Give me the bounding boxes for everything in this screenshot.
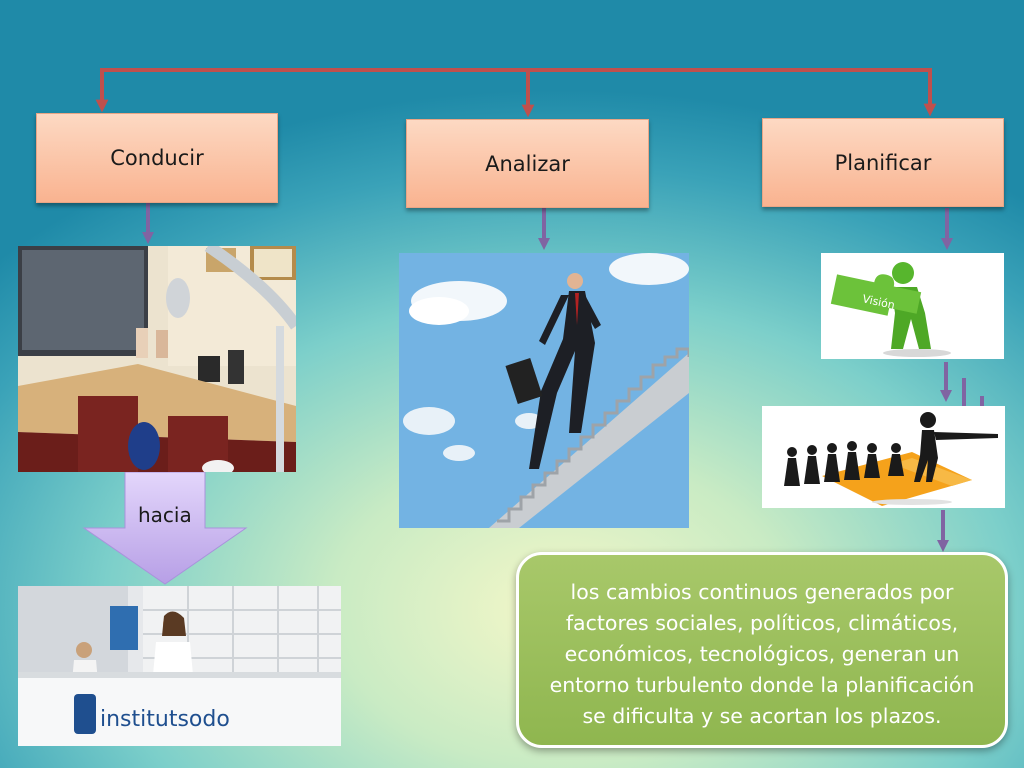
reception-logo-text: institutsodo <box>100 707 230 732</box>
big-down-arrow <box>82 471 248 585</box>
callout-box: los cambios continuos generados por fact… <box>516 552 1008 748</box>
dental-office-image <box>18 246 296 472</box>
businessman-stairs-image <box>399 253 689 528</box>
vision-puzzle-image: Visión <box>821 253 1004 359</box>
hacia-label: hacia <box>138 503 192 527</box>
box-planificar: Planificar <box>762 118 1004 207</box>
callout-text: los cambios continuos generados por fact… <box>549 580 975 728</box>
box-planificar-label: Planificar <box>834 150 932 175</box>
leader-team-image <box>762 406 1005 508</box>
reception-image: institutsodo <box>18 586 341 746</box>
top-connector <box>95 68 937 118</box>
box-analizar: Analizar <box>406 119 649 208</box>
box-conducir-label: Conducir <box>110 146 204 170</box>
box-conducir: Conducir <box>36 113 278 203</box>
box-analizar-label: Analizar <box>485 151 570 176</box>
